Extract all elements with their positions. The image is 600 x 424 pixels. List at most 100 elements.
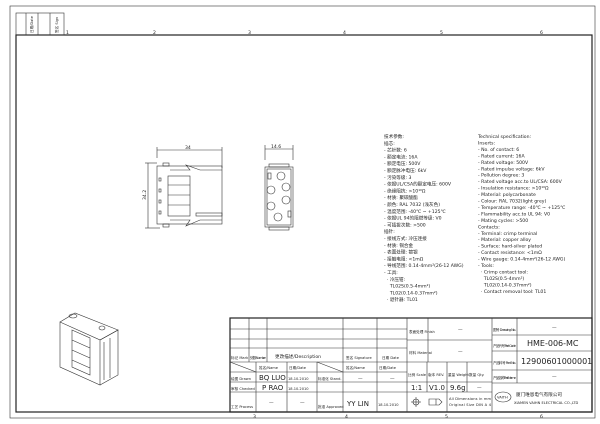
number-label: 处数 Number <box>250 355 267 360</box>
part-code-label: 产品代号 Part Code <box>493 343 517 348</box>
spec-line: - 颜色: RAL 7032 (浅灰色) <box>384 201 440 208</box>
spec-line: - Colour: RAL 7032(light grey) <box>478 199 546 205</box>
spec-line: - Contact resistance: <1mΩ <box>478 250 542 256</box>
weight-label: 重量 Weight <box>448 372 469 377</box>
zone-labels-top: 1 2 3 4 5 6 <box>66 30 543 36</box>
spec-line: - Material: polycarbonate <box>478 192 536 198</box>
zone-3-bottom: 3 <box>253 414 256 420</box>
spec-line: - Rated voltage: 500V <box>478 160 529 166</box>
spec-line: - Temperature range: -40℃ ~ +125℃ <box>478 205 565 211</box>
spec-line: - 额定电压: 500V <box>384 160 421 167</box>
spec-line: - 额定脉冲电压: 6kV <box>384 167 427 174</box>
spec-line: - Terminal: crimp terminal <box>478 231 537 237</box>
corner-revision-box: 日期/Date 签名 Sign <box>15 12 65 36</box>
process-date: — <box>300 401 305 406</box>
weight-value: 9.6g <box>450 384 466 392</box>
checked-name: P RAO <box>262 384 284 392</box>
part-no-label: 产品料号 Part No. <box>493 360 516 365</box>
zone-3: 3 <box>248 30 251 36</box>
spec-line: - 接线方式: 冷压连接 <box>384 235 427 242</box>
front-view-drawing: 14.6 <box>264 144 294 231</box>
part-name: — <box>552 375 557 380</box>
spec-line: - Rated impulse voltage: 6kV <box>478 166 545 172</box>
date-label: 日期 Date <box>382 355 400 360</box>
company-logo: VAITH <box>494 391 512 403</box>
spec-line: - Insulation resistance: >10¹⁰Ω <box>478 186 549 192</box>
spec-line: 插针: <box>384 228 395 235</box>
part-name-label: 产品名称 Part Name <box>493 375 517 380</box>
spec-line: - 依据UL 94的阻燃等级: V0 <box>384 215 442 222</box>
process-name: — <box>269 401 274 406</box>
svg-text:VAITH: VAITH <box>497 396 508 400</box>
company-name-en: XIAMEN VAIHN ELECTRICAL CO.,LTD <box>514 401 579 405</box>
date-col-label: 日期/Date <box>289 365 307 370</box>
spec-line: Inserts: <box>478 140 496 146</box>
technical-spec-chinese: 技术参数:插芯:- 芯针数: 6- 额定电流: 16A- 额定电压: 500V-… <box>384 133 464 303</box>
zone-5: 5 <box>440 30 443 36</box>
drawn-date: 18.10.2010 <box>288 377 309 381</box>
finish-value: — <box>458 328 463 333</box>
checked-label: 审核 Checked <box>231 386 255 391</box>
spec-line: 技术参数: <box>384 133 404 140</box>
finish-label: 表面处理 Finish <box>409 329 435 334</box>
process-label: 工艺 Process <box>231 404 253 409</box>
spec-line: - 芯针数: 6 <box>384 147 407 154</box>
approved-date: 18.10.2010 <box>378 403 399 407</box>
mark-label: 标记 Mark <box>231 355 249 360</box>
spec-line: - 导线范围: 0.14-4mm²(26-12 AWG) <box>384 262 464 269</box>
part-no: 12900601000001 <box>521 357 592 366</box>
spec-line: TL02S(0.5-4mm²) <box>384 284 430 290</box>
rev-label: 版本 REV. <box>428 372 444 377</box>
part-code: HME-006-MC <box>527 339 579 348</box>
material-label: 材料 Material <box>409 350 432 355</box>
zone-4: 4 <box>343 30 346 36</box>
dimension-front-width: 14.6 <box>271 144 281 150</box>
isometric-view-drawing <box>59 312 119 386</box>
stand-name: — <box>358 377 363 382</box>
spec-line: - 额定电流: 16A <box>384 153 418 160</box>
spec-line: · 退针器: TL01 <box>384 296 418 303</box>
drawing-no: — <box>552 326 557 331</box>
spec-line: - Tools: <box>478 263 494 269</box>
spec-line: 插芯: <box>384 140 395 147</box>
approved-name: YY LIN <box>346 400 369 408</box>
zone-5-bottom: 5 <box>445 414 448 420</box>
title-block: 标记 Mark 处数 Number 更改描述/Description 签名 Si… <box>229 317 593 413</box>
zone-6: 6 <box>540 30 543 36</box>
scale-value: 1:1 <box>411 384 422 392</box>
spec-line: - 材质: 聚碳酸酯 <box>384 194 418 201</box>
qty-value: — <box>477 386 482 391</box>
scale-label: 比例 Scale <box>408 372 427 377</box>
name-col-label-2: 姓名/Name <box>346 365 366 370</box>
drawing-no-label: 图号 Drawing No. <box>493 327 516 332</box>
stand-date: — <box>390 377 395 382</box>
spec-line: · Crimp contact tool: <box>478 269 528 275</box>
dimension-width: 34 <box>185 145 191 151</box>
spec-line: - 接触电阻: <1mΩ <box>384 255 424 262</box>
spec-line: - 绝缘阻抗: >10¹⁰Ω <box>384 187 426 194</box>
technical-spec-english: Technical specification:Inserts:- No. of… <box>477 134 565 295</box>
spec-line: - 表面处理: 镀银 <box>384 249 418 256</box>
spec-line: - No. of contact: 6 <box>478 147 519 153</box>
spec-line: - 可插拔次数: >500 <box>384 221 426 228</box>
outer-border <box>9 5 596 419</box>
zone-1: 1 <box>66 30 69 36</box>
zone-6-bottom: 6 <box>540 414 543 420</box>
approved-label: 批准 Approved <box>318 404 344 409</box>
stand-label: 标准化 Stand. <box>318 376 342 381</box>
dimensions-note-2: Original Size DIN A 4 <box>449 403 492 407</box>
spec-line: - Mating cycles: >500 <box>478 218 528 224</box>
spec-line: - Rated current: 16A <box>478 153 525 159</box>
corner-date-label: 日期/Date <box>29 15 34 33</box>
name-col-label: 姓名/Name <box>259 365 279 370</box>
spec-line: - 污染等级: 3 <box>384 174 412 181</box>
zone-4-bottom: 4 <box>345 414 348 420</box>
qty-label: 数量 Qty. <box>469 372 485 377</box>
spec-line: TL02(0.14-0.37mm²) <box>478 282 532 288</box>
spec-line: - 依据UL/CSA的额定电压: 600V <box>384 181 452 188</box>
spec-line: - Flammability acc.to UL 94: V0 <box>478 211 550 217</box>
spec-line: - Rated voltage acc.to UL/CSA: 600V <box>478 179 563 185</box>
drawn-label: 绘图 Drawn <box>231 376 251 381</box>
spec-line: · Contact removal tool: TL01 <box>478 289 546 295</box>
